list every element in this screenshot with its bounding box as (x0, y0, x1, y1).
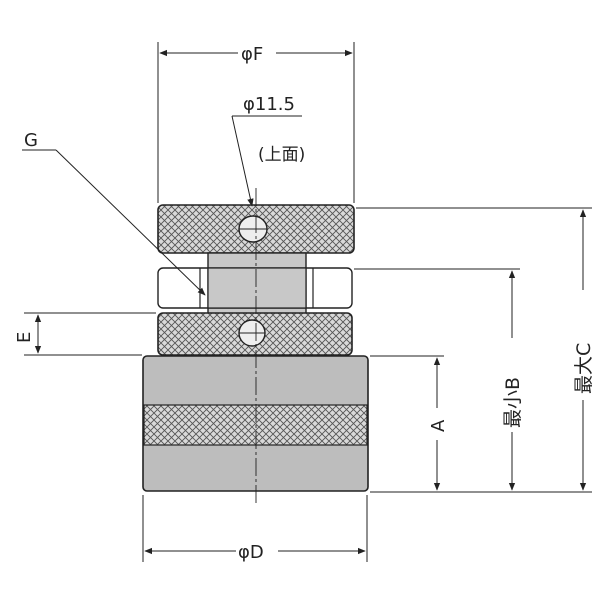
dimension-min-b: 最小B (502, 270, 524, 491)
label-top-face: (上面) (258, 145, 305, 165)
dimension-a: A (428, 357, 449, 491)
main-body (142, 355, 369, 492)
label-phi-11-5: φ11.5 (243, 94, 295, 115)
label-a: A (428, 419, 449, 432)
label-min-b: 最小B (502, 377, 524, 428)
label-phi-f: φF (241, 44, 263, 65)
dimension-max-c: 最大C (573, 209, 595, 491)
hex-nut (157, 267, 353, 309)
dimension-phi-f: φF (157, 42, 355, 203)
label-g: G (24, 130, 38, 151)
body-knurl-band (143, 404, 368, 446)
label-max-c: 最大C (573, 343, 595, 394)
dimension-phi-d: φD (142, 495, 368, 563)
dimension-e: E (14, 312, 156, 356)
leader-phi-11-5: φ11.5 (上面) (231, 94, 305, 207)
label-e: E (14, 332, 35, 343)
leader-g: G (22, 130, 206, 296)
label-phi-d: φD (238, 542, 264, 563)
middle-knurled-ring (157, 312, 353, 356)
